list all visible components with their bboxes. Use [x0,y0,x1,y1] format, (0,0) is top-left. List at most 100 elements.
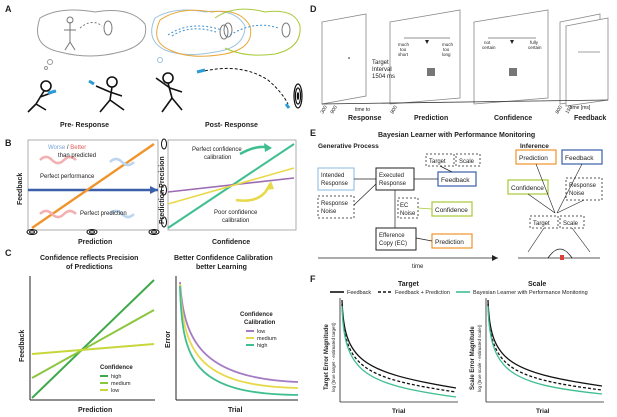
f-left-bayes-curve [341,305,457,398]
e-scale: Scale [459,159,475,165]
panel-e: E Bayesian Learner with Performance Moni… [310,128,603,270]
poor-confidence-label-2: calibration [222,218,249,224]
panel-d: D much too short much too long not certa… [310,4,609,122]
f-left-feedback-curve [341,299,457,389]
inf-confidence: Confidence [511,185,544,192]
e-efference-2: Copy (EC) [379,241,407,247]
c-right-legend-low: low [257,329,265,335]
e-intended-1: Intended [321,173,344,179]
tick-800-b: 800 [555,105,564,115]
much-too-short-2: too [400,47,407,52]
c-legend-medium: medium [111,381,131,387]
e-executed-2: Response [379,181,407,187]
perfect-confidence-label-1: Perfect confidence [192,147,242,153]
poor-confidence-label-1: Poor confidence [214,210,258,216]
d-feedback-label: Feedback [574,115,606,122]
post-stick-figure [155,72,183,113]
e-time-label: time [412,264,424,270]
tick-800-a: 800 [390,105,399,115]
c-legend-title: Confidence [100,365,133,371]
c-left-title-2: of Predictions [66,264,113,271]
e-ecnoise-1: EC [400,203,409,209]
much-too-long-1: much [442,42,454,47]
fully-certain-1: fully [530,40,539,45]
trial-screens [321,9,609,107]
c-legend-low: low [111,388,119,394]
e-inference-label: Inference [520,143,549,150]
f-right-feedback-curve [487,299,603,387]
c-high-calibration-curve [179,285,299,396]
c-right-legend-medium: medium [257,336,277,342]
e-target: Target [429,159,446,165]
c-right-legend-high: high [257,343,267,349]
slash-label: / [65,145,70,151]
inf-scale: Scale [563,221,579,227]
e-confidence: Confidence [435,207,468,214]
f-right-ylabel-1: Scale Error Magnitude [470,326,476,390]
tick-300: 300 [320,105,329,115]
medium-calibration-line [167,167,295,205]
panel-a: A [5,4,303,129]
plot-b-right-frame [167,139,297,231]
target-interval-3: 1504 ms [372,74,395,80]
worse-label: Worse [48,145,66,151]
c-feedback-axis: Feedback [19,330,26,362]
better-label: Better [70,145,86,151]
e-rnoise-2: Noise [321,209,337,215]
pre-response-label: Pre- Response [60,122,109,129]
d-prediction-label: Prediction [414,115,448,122]
c-right-title-2: better Learning [196,264,247,271]
c-right-legend-title-1: Confidence [240,312,273,318]
panel-b: B Worse / Better than predicted Perfect … [5,138,297,246]
d-response-label: Response [348,115,382,122]
c-high-line [31,279,155,399]
e-generative-label: Generative Process [318,143,379,150]
e-ecnoise-2: Noise [400,211,416,217]
e-rnoise-1: Response [321,201,349,207]
c-prediction-axis: Prediction [78,407,112,414]
pred-precision-axis-label: Prediction Precision [159,156,166,224]
pre-thought-bubble [37,9,147,70]
pre-stick-figures [27,76,125,113]
c-left-title-1: Confidence reflects Precision [40,255,138,262]
f-legend-fb-pred: Feedback + Prediction [395,290,450,296]
e-prediction: Prediction [435,239,464,246]
c-right-legend-title-2: Calibration [244,320,276,326]
perfect-performance-label: Perfect performance [40,174,95,180]
post-thought-bubbles [156,8,301,57]
f-left-ylabel-1: Target Error Magnitude [324,323,330,390]
e-efference-1: Efference [379,233,405,239]
inf-rnoise-2: Noise [569,191,585,197]
c-trial-axis: Trial [228,407,242,414]
time-to-label: time to [355,107,370,113]
pre-blue-bubble [151,9,246,63]
d-confidence-label: Confidence [494,115,532,122]
c-low-line [31,343,155,355]
panel-d-letter: D [310,4,317,14]
panel-b-letter: B [5,138,12,148]
confidence-axis-label: Confidence [212,239,250,246]
c-legend-high: high [111,374,121,380]
f-right-title: Scale [528,281,546,288]
panel-e-letter: E [310,128,316,138]
f-left-xlabel: Trial [392,408,406,415]
e-executed-1: Executed [379,173,404,179]
target-interval-2: Interval [372,67,392,73]
prediction-axis-label: Prediction [78,239,112,246]
f-right-xlabel: Trial [536,408,550,415]
poor-calibration-line [167,177,295,193]
feedback-axis-label: Feedback [17,173,24,205]
f-right-bayes-curve [487,305,603,395]
panel-f: F Feedback Feedback + Prediction Bayesia… [310,274,604,415]
f-left-fbpred-curve [341,303,457,393]
c-error-axis: Error [165,331,172,348]
f-left-title: Target [398,281,420,288]
panel-c: C Confidence reflects Precision of Predi… [5,248,299,414]
perfect-confidence-label-2: calibration [204,155,231,161]
tick-150: 150 [565,105,574,115]
panel-a-letter: A [5,4,12,14]
panel-f-letter: F [310,274,316,284]
not-certain-2: certain [482,45,496,50]
f-left-ylabel-2: log (|true target - estimated target|) [331,322,336,392]
e-title: Bayesian Learner with Performance Monito… [378,132,535,139]
